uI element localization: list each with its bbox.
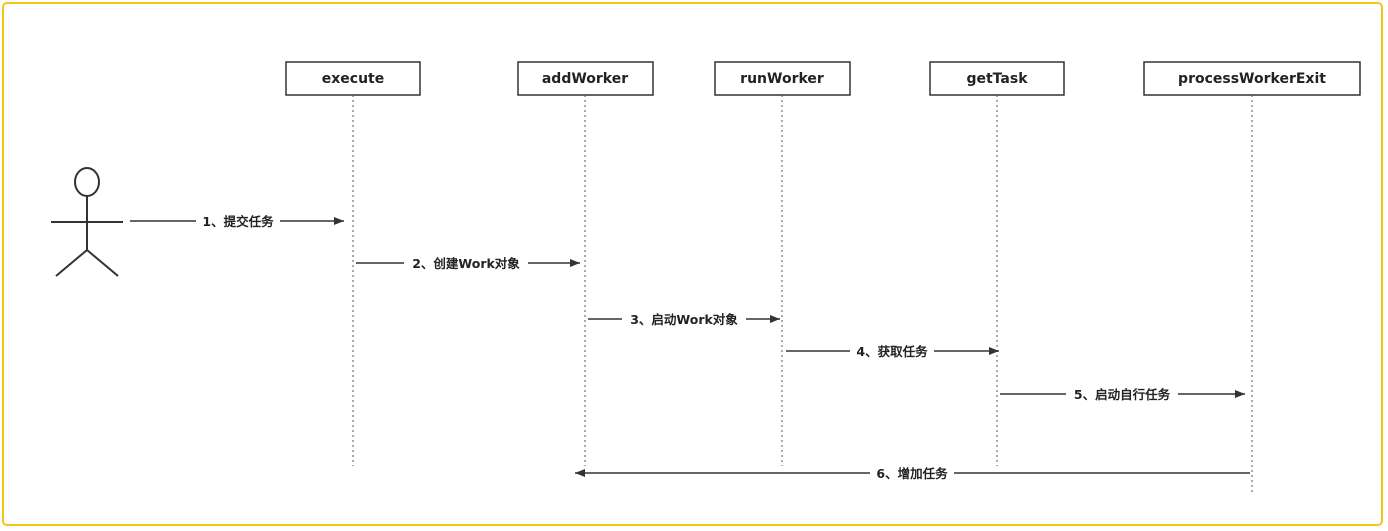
lifeline-label: addWorker	[542, 71, 628, 87]
lifeline-addWorker: addWorker	[517, 61, 654, 466]
lifeline-runWorker: runWorker	[714, 61, 851, 466]
message-3: 3、启动Work对象	[588, 311, 780, 329]
lifeline-label: getTask	[966, 71, 1028, 87]
message-label-bg	[622, 311, 746, 329]
message-4: 4、获取任务	[786, 343, 999, 361]
lifeline-box	[714, 61, 851, 96]
message-label: 4、获取任务	[856, 344, 928, 359]
lifeline-execute: execute	[285, 61, 421, 466]
lifeline-box	[285, 61, 421, 96]
lifeline-label: runWorker	[740, 71, 824, 87]
message-label: 1、提交任务	[202, 214, 274, 229]
message-1: 1、提交任务	[130, 212, 344, 230]
message-6: 6、增加任务	[575, 465, 1250, 483]
message-label: 6、增加任务	[876, 466, 948, 481]
lifeline-box	[517, 61, 654, 96]
message-5: 5、启动自行任务	[1000, 386, 1245, 404]
message-label-bg	[196, 212, 280, 230]
lifeline-label: execute	[322, 71, 384, 87]
message-label-bg	[850, 343, 934, 361]
stick-figure-actor-icon	[51, 167, 123, 277]
message-2: 2、创建Work对象	[356, 255, 580, 273]
message-label-bg	[404, 255, 528, 273]
lifeline-box	[929, 61, 1065, 96]
message-label-bg	[1066, 386, 1178, 404]
message-label: 5、启动自行任务	[1074, 387, 1171, 402]
lifeline-getTask: getTask	[929, 61, 1065, 466]
lifeline-label: processWorkerExit	[1178, 71, 1326, 87]
message-label: 2、创建Work对象	[412, 256, 520, 271]
message-label-bg	[870, 465, 954, 483]
lifeline-processWorkerExit: processWorkerExit	[1143, 61, 1361, 492]
message-label: 3、启动Work对象	[630, 312, 738, 327]
